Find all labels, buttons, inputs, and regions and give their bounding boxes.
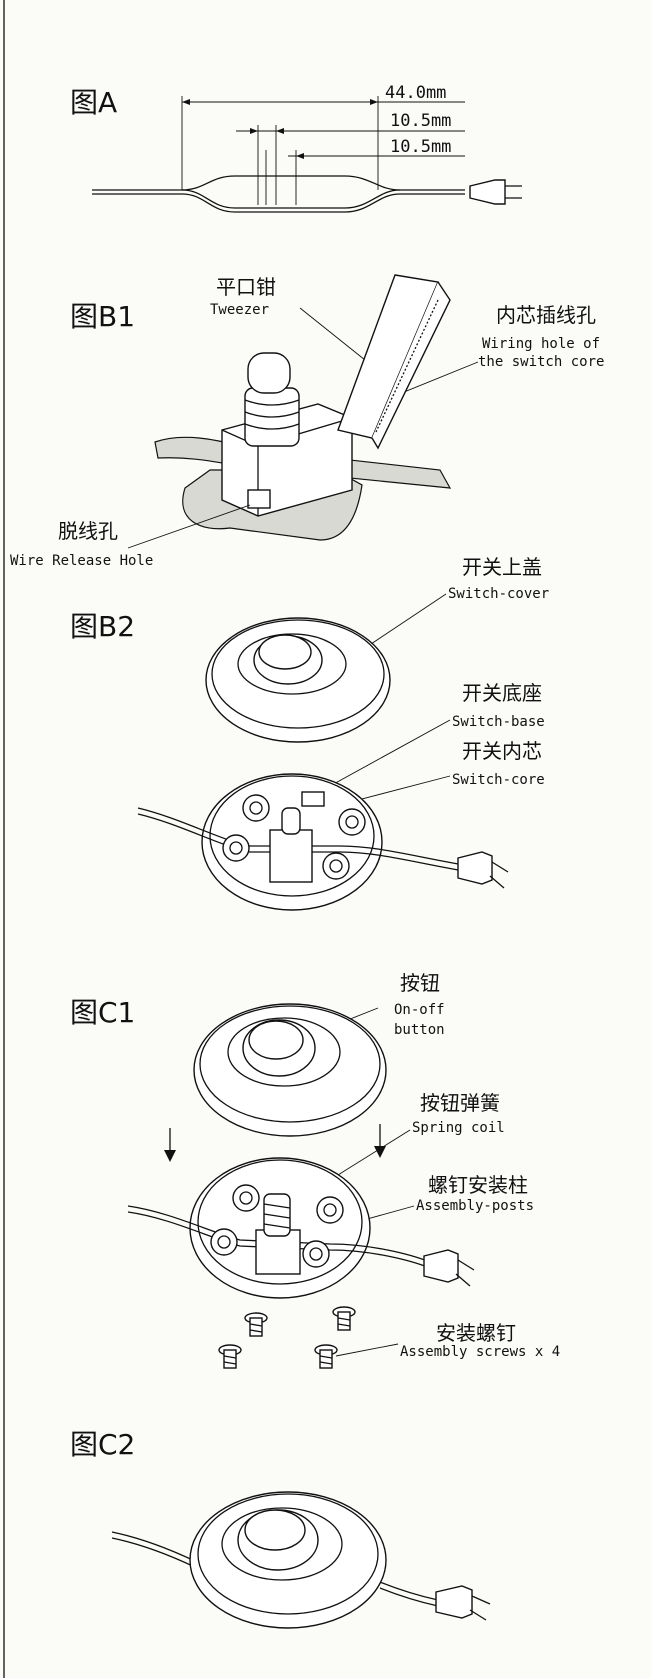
figure-c1: 图C1 按钮 On-off button 按钮弹簧 Spring coil 螺钉… xyxy=(70,971,560,1369)
figure-c1-title: 图C1 xyxy=(70,996,135,1029)
figure-c2: 图C2 xyxy=(70,1428,491,1629)
button-label-zh: 按钮 xyxy=(400,971,440,995)
figure-b1: 图B1 平口钳 Tweezer 内芯插线孔 Wiring hole of the… xyxy=(10,274,604,569)
arrow-down-icon xyxy=(374,1124,386,1158)
figure-b1-title: 图B1 xyxy=(70,300,135,333)
figure-b2-title: 图B2 xyxy=(70,610,135,643)
plug-icon xyxy=(469,179,522,205)
switch-core-label-zh: 开关内芯 xyxy=(462,739,542,763)
screws-label-en: Assembly screws x 4 xyxy=(400,1344,560,1360)
screw-icon xyxy=(244,1312,268,1337)
screw-icon xyxy=(218,1344,242,1369)
button-label-en-1: On-off xyxy=(394,1002,445,1018)
figure-a-title: 图A xyxy=(70,86,117,119)
wiring-hole-label-zh: 内芯插线孔 xyxy=(496,303,596,327)
wiring-hole-label-en-1: Wiring hole of xyxy=(482,336,600,352)
screw-icon xyxy=(314,1344,338,1369)
button-label-en-2: button xyxy=(394,1022,445,1038)
plug-icon xyxy=(423,1249,475,1287)
plug-icon xyxy=(435,1585,491,1621)
spring-label-en: Spring coil xyxy=(412,1120,505,1136)
tweezer-label-en: Tweezer xyxy=(210,302,269,318)
wire-release-label-en: Wire Release Hole xyxy=(10,553,153,569)
dimension-10-5mm-a: 10.5mm xyxy=(390,111,451,131)
spring-label-zh: 按钮弹簧 xyxy=(420,1091,500,1115)
plug-icon xyxy=(457,851,509,889)
assembled-switch xyxy=(189,1491,387,1629)
switch-core-label-en: Switch-core xyxy=(452,772,545,788)
switch-base-assembly xyxy=(127,1157,431,1299)
switch-cover-label-en: Switch-cover xyxy=(448,586,549,602)
posts-label-zh: 螺钉安装柱 xyxy=(428,1173,528,1197)
screws-label-zh: 安装螺钉 xyxy=(436,1321,516,1345)
arrow-down-icon xyxy=(164,1128,176,1162)
tweezer-label-zh: 平口钳 xyxy=(216,275,276,299)
dimension-44mm: 44.0mm xyxy=(385,83,446,103)
screw-icon xyxy=(332,1306,356,1331)
switch-cover-label-zh: 开关上盖 xyxy=(462,555,542,579)
switch-base-label-en: Switch-base xyxy=(452,714,545,730)
figure-c2-title: 图C2 xyxy=(70,1428,135,1461)
switch-base-label-zh: 开关底座 xyxy=(462,681,542,705)
posts-label-en: Assembly-posts xyxy=(416,1198,534,1214)
switch-cover xyxy=(205,617,391,743)
switch-base xyxy=(137,773,471,911)
wiring-hole-label-en-2: the switch core xyxy=(478,354,604,370)
wire-release-label-zh: 脱线孔 xyxy=(58,519,118,543)
button-cover xyxy=(193,1003,387,1137)
dimension-10-5mm-b: 10.5mm xyxy=(390,137,451,157)
figure-a: 图A 44.0mm 10.5mm 10.5mm xyxy=(70,83,522,213)
figure-b2: 图B2 开关上盖 Switch-cover 开关底座 Switch-base 开… xyxy=(70,555,549,911)
